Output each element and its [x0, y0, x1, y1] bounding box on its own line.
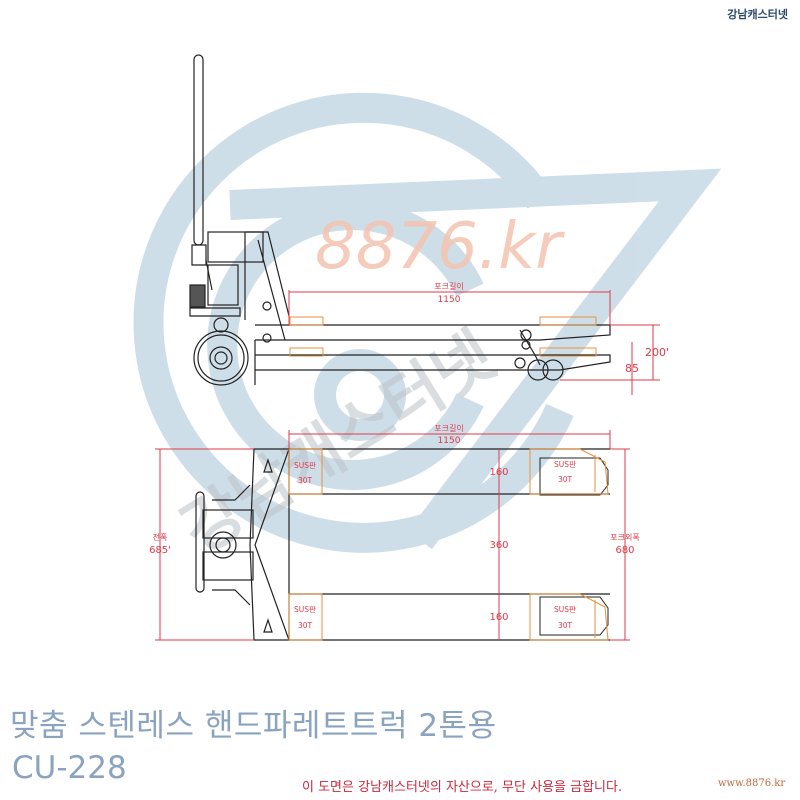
brand-label: 강남캐스터넷	[727, 8, 788, 21]
fork-width-bottom: 160	[489, 612, 508, 623]
svg-text:30T: 30T	[558, 475, 573, 484]
plate-labels: SUS판 30T SUS판 30T SUS판 30T SUS판 30T	[294, 460, 576, 630]
height-value: 200'	[645, 346, 669, 359]
watermark-text: 8876.kr	[315, 210, 565, 284]
product-title: 맞춤 스텐레스 핸드파레트트럭 2톤용	[10, 708, 497, 744]
fork-outer-value: 680	[615, 545, 634, 556]
total-width-label: 전폭	[153, 532, 168, 542]
copyright-notice: 이 도면은 강남캐스터넷의 자산으로, 무단 사용을 금합니다.	[302, 780, 623, 795]
svg-text:30T: 30T	[558, 621, 573, 630]
website-link[interactable]: www.8876.kr	[718, 778, 786, 789]
fork-gap: 360	[489, 540, 508, 551]
watermark-logo-icon	[133, 92, 722, 553]
top-dimensions	[155, 430, 630, 641]
side-plates	[289, 316, 597, 357]
top-plates	[288, 448, 609, 641]
svg-text:SUS판: SUS판	[294, 605, 316, 614]
side-view	[189, 54, 611, 386]
svg-text:SUS판: SUS판	[554, 605, 576, 614]
svg-text:30T: 30T	[298, 621, 313, 630]
model-number: CU-228	[12, 750, 127, 786]
fork-outer-label: 포크외폭	[610, 532, 639, 542]
top-fork-length-label: 포크길이	[434, 423, 463, 433]
side-dimensions	[288, 290, 660, 395]
fork-width-top: 160	[489, 467, 508, 478]
top-fork-length-value: 1150	[438, 436, 461, 446]
lowered-value: 85	[625, 362, 639, 375]
side-fork-length-value: 1150	[438, 295, 461, 305]
side-fork-length-label: 포크길이	[434, 281, 463, 291]
technical-drawing: 강남캐스터넷 8876.kr	[133, 54, 722, 641]
svg-text:30T: 30T	[298, 476, 313, 485]
total-width-value: 685'	[149, 545, 171, 556]
svg-text:SUS판: SUS판	[294, 461, 316, 470]
svg-text:SUS판: SUS판	[554, 460, 576, 469]
